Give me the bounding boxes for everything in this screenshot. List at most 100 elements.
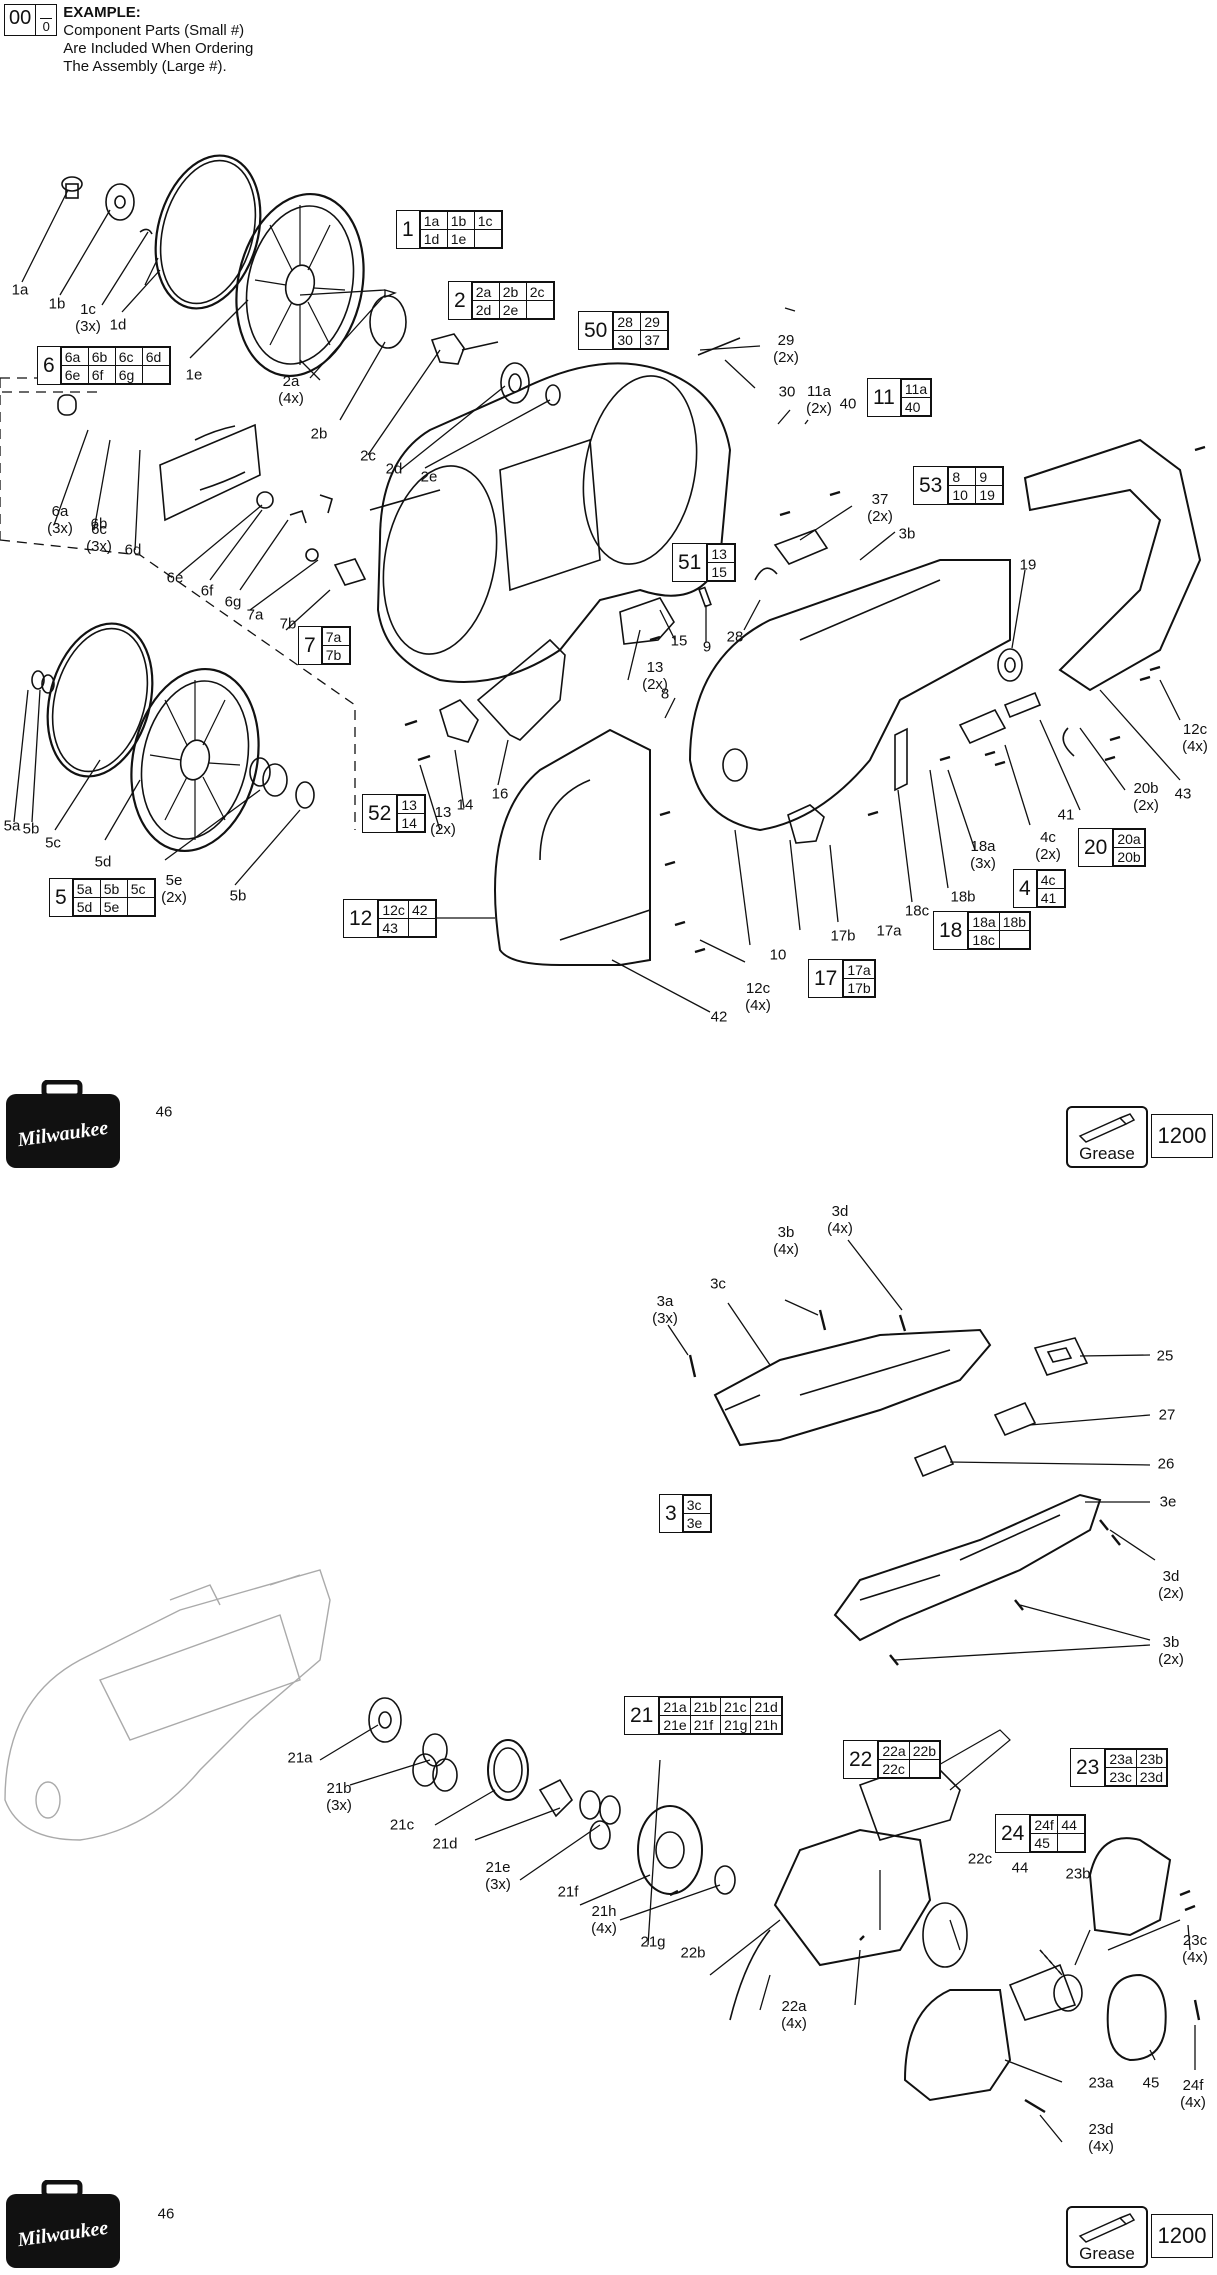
callout-3c: 3c: [710, 1275, 726, 1293]
callout-3a: 3a(3x): [652, 1293, 678, 1327]
callout-21a: 21a: [287, 1749, 313, 1767]
component-number: 6d: [141, 347, 170, 366]
callout-42: 42: [710, 1008, 728, 1026]
component-number: 5e: [99, 897, 128, 916]
component-number: 45: [1030, 1833, 1059, 1852]
callout-6c: 6c(3x): [86, 521, 112, 555]
assembly-number: 11: [868, 379, 901, 416]
callout-6a: 6a(3x): [47, 503, 73, 537]
callout-8: 8: [660, 685, 670, 703]
assembly-number: 4: [1014, 870, 1037, 907]
component-number: [1057, 1833, 1086, 1852]
component-number: 21c: [720, 1697, 752, 1716]
callout-23c: 23c(4x): [1182, 1932, 1208, 1966]
callout-21b: 21b(3x): [326, 1780, 352, 1814]
component-number: 7a: [321, 627, 350, 646]
component-number: [473, 229, 502, 248]
callout-21h: 21h(4x): [591, 1903, 617, 1937]
component-number: 20a: [1113, 829, 1145, 848]
callout-23b: 23b: [1065, 1865, 1091, 1883]
callout-21c: 21c: [389, 1816, 415, 1834]
callout-2a: 2a(4x): [278, 373, 304, 407]
assembly-number: 52: [363, 795, 398, 832]
assembly-number: 6: [38, 347, 61, 384]
component-number: 6b: [87, 347, 116, 366]
component-number: 21e: [659, 1715, 691, 1734]
callout-46: 46: [157, 2205, 175, 2223]
component-number: 19: [975, 485, 1004, 504]
callout-28: 28: [726, 628, 744, 646]
component-number: 2b: [498, 282, 527, 301]
callout-12c: 12c(4x): [1182, 721, 1208, 755]
callout-40: 40: [839, 395, 857, 413]
component-number: 21h: [750, 1715, 782, 1734]
component-number: 8: [948, 467, 977, 486]
callout-1b: 1b: [48, 295, 66, 313]
callout-23a: 23a: [1088, 2074, 1114, 2092]
component-number: 5b: [99, 879, 128, 898]
example-line-3: The Assembly (Large #).: [63, 58, 227, 75]
component-number: 20b: [1113, 847, 1145, 866]
component-number: 28: [613, 312, 642, 331]
component-number: 22a: [878, 1741, 910, 1760]
callout-20b: 20b(2x): [1133, 780, 1159, 814]
example-text: EXAMPLE: Component Parts (Small #) Are I…: [63, 4, 253, 76]
grease-label-bottom: Grease: [1079, 2244, 1135, 2263]
callout-5b: 5b: [229, 887, 247, 905]
component-number: 18b: [998, 912, 1031, 931]
upper-housing-half: [713, 1328, 992, 1447]
component-number: 9: [975, 467, 1004, 486]
lower-tire-ring: [46, 622, 154, 778]
component-number: 18a: [968, 912, 1000, 931]
callout-4c: 4c(2x): [1035, 829, 1061, 863]
callout-2e: 2e: [420, 468, 438, 486]
component-number: 18c: [968, 930, 1000, 949]
callout-5a: 5a: [3, 817, 21, 835]
grease-indicator: Grease 1200: [1066, 1106, 1213, 1168]
callout-13: 13(2x): [430, 804, 456, 838]
callout-10: 10: [769, 946, 787, 964]
callout-2c: 2c: [360, 447, 376, 465]
component-number: 37: [640, 330, 669, 349]
component-number: 23d: [1135, 1767, 1168, 1786]
component-number: 43: [378, 918, 409, 937]
tire-ring: [154, 154, 262, 310]
assembly-number: 7: [299, 627, 322, 664]
callout-22b: 22b: [680, 1944, 706, 1962]
component-number: 13: [707, 544, 736, 563]
component-number: [407, 918, 436, 937]
callout-6b: 6b: [90, 515, 108, 533]
component-number: 21a: [659, 1697, 691, 1716]
component-number: 23a: [1105, 1749, 1137, 1768]
callout-1a: 1a: [11, 281, 29, 299]
component-number: 21b: [689, 1697, 722, 1716]
callout-21d: 21d: [432, 1835, 458, 1853]
blade-guard: [494, 728, 651, 966]
callout-44: 44: [1011, 1859, 1029, 1877]
callout-45: 45: [1142, 2074, 1160, 2092]
assembly-number: 5: [50, 879, 73, 916]
component-number: 1c: [473, 211, 502, 230]
lower-wheel: [130, 667, 260, 853]
component-number: 2d: [471, 300, 500, 319]
example-ref-box: 00 0: [4, 4, 58, 36]
component-number: 44: [1057, 1815, 1086, 1834]
assembly-number: 22: [844, 1741, 879, 1778]
callout-6g: 6g: [224, 593, 242, 611]
